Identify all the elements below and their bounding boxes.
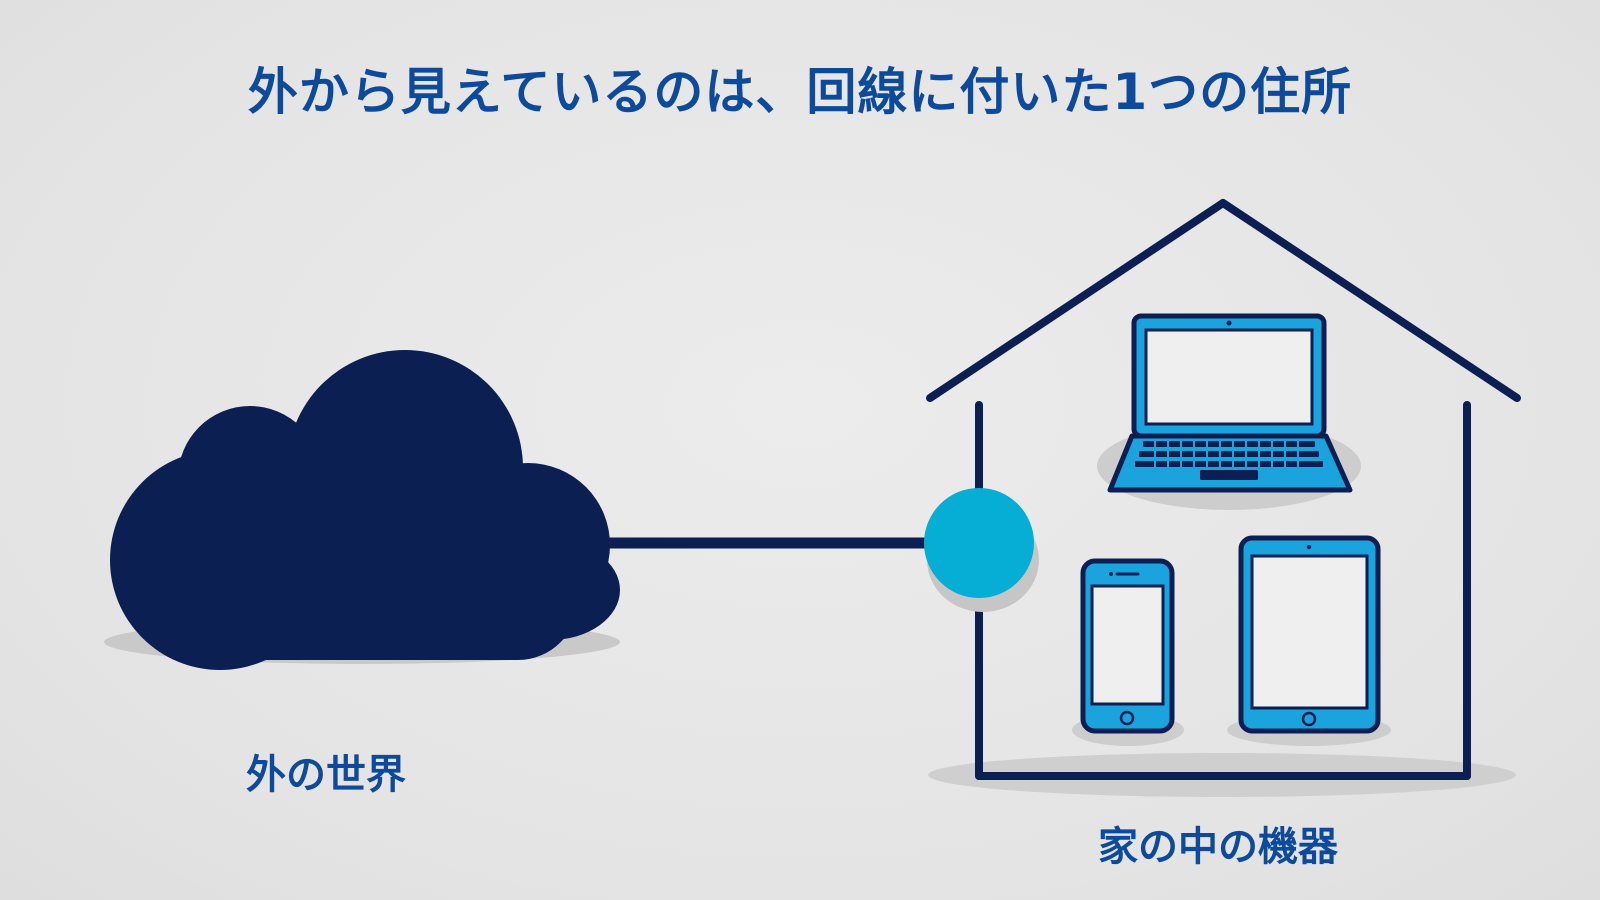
cloud-icon (104, 350, 620, 670)
house-roof (926, 199, 1521, 402)
smartphone-icon (1072, 558, 1184, 746)
tablet-icon (1227, 535, 1391, 746)
outside-world-label: 外の世界 (246, 752, 406, 798)
home-devices-label: 家の中の機器 (1098, 824, 1338, 870)
house-icon (926, 199, 1521, 797)
laptop-icon (1097, 313, 1361, 510)
connection-point-icon (924, 488, 1039, 612)
diagram-title: 外から見えているのは、回線に付いた1つの住所 (247, 63, 1353, 121)
